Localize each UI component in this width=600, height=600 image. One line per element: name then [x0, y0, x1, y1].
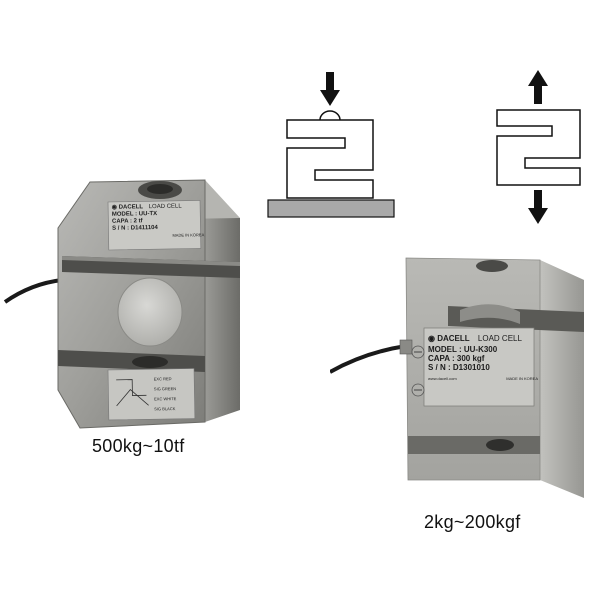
s-beam-outline — [286, 119, 374, 199]
cable — [330, 344, 407, 374]
base-plate — [267, 199, 395, 218]
left-load-cell-photo — [3, 179, 240, 429]
threaded-hole — [476, 260, 508, 272]
label-type: LOAD CELL — [477, 334, 522, 343]
label-model: MODEL : UU-K300 — [428, 345, 498, 354]
label-plate — [423, 327, 535, 407]
left-label-text: ◉ DACELL LOAD CELL MODEL : UU-TX CAPA : … — [112, 203, 205, 240]
wiring-plate — [107, 368, 196, 421]
cable — [3, 278, 63, 304]
brand-logo-icon: ◉ — [111, 204, 118, 211]
arrow-up-icon — [528, 70, 548, 104]
label-made-in: MADE IN KOREA — [506, 376, 538, 381]
brand-logo-icon: ◉ — [428, 334, 435, 343]
label-capa: CAPA : 300 kgf — [428, 354, 485, 363]
label-plate — [107, 200, 202, 251]
label-brand: DACELL — [118, 204, 144, 211]
compression-diagram — [267, 72, 395, 218]
label-website: www.dacell.com — [428, 376, 457, 381]
label-type: LOAD CELL — [148, 203, 182, 211]
tension-diagram — [496, 70, 581, 224]
arrow-down-icon — [320, 72, 340, 106]
left-wiring-text: EXC RED SIG GREEN EXC WHITE SIG BLACK — [154, 374, 205, 415]
label-brand: DACELL — [437, 334, 470, 343]
s-beam-outline — [496, 109, 581, 186]
right-label-text: ◉ DACELL LOAD CELL MODEL : UU-K300 CAPA … — [428, 334, 538, 383]
strain-gauge-cover — [117, 277, 183, 347]
arrow-down-icon — [528, 190, 548, 224]
wire-4: SIG BLACK — [154, 406, 176, 412]
left-caption: 500kg~10tf — [92, 436, 185, 456]
right-load-cell-photo — [330, 257, 584, 498]
label-sn: S / N : D1301010 — [428, 363, 490, 372]
right-caption: 2kg~200kgf — [424, 512, 521, 532]
load-ball — [319, 110, 341, 121]
